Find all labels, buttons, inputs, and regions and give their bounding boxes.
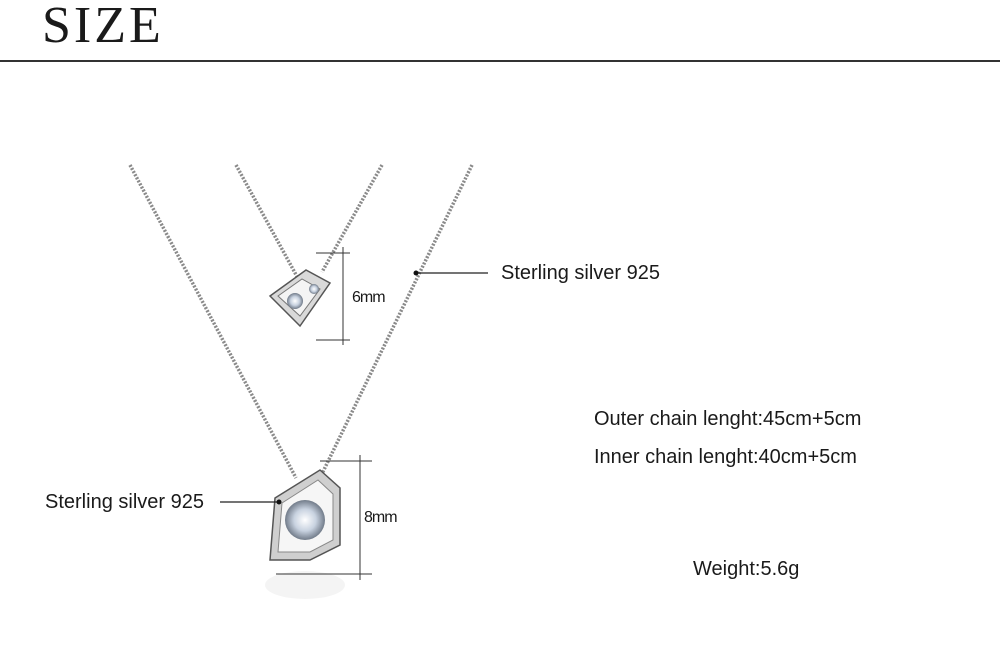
page-title: SIZE (42, 0, 164, 54)
material-label-bottom: Sterling silver 925 (45, 491, 204, 513)
weight-spec: Weight:5.6g (693, 558, 800, 580)
inner-chain (234, 164, 384, 283)
outer-chain (128, 164, 474, 483)
title-divider (0, 60, 1000, 62)
outer-chain-length: Outer chain lenght:45cm+5cm (594, 408, 862, 430)
leader-lines (220, 272, 488, 503)
large-cube-pendant (265, 469, 345, 599)
large-dimension-bracket (276, 455, 372, 580)
material-label-top: Sterling silver 925 (501, 262, 660, 284)
leader-dot-top (413, 270, 419, 276)
small-dimension-bracket (316, 247, 350, 345)
inner-chain-length: Inner chain lenght:40cm+5cm (594, 446, 857, 468)
small-cube-pendant (268, 269, 332, 328)
large-pendant-size: 8mm (364, 509, 398, 526)
small-pendant-size: 6mm (352, 289, 386, 306)
leader-dot-bottom (276, 499, 282, 505)
